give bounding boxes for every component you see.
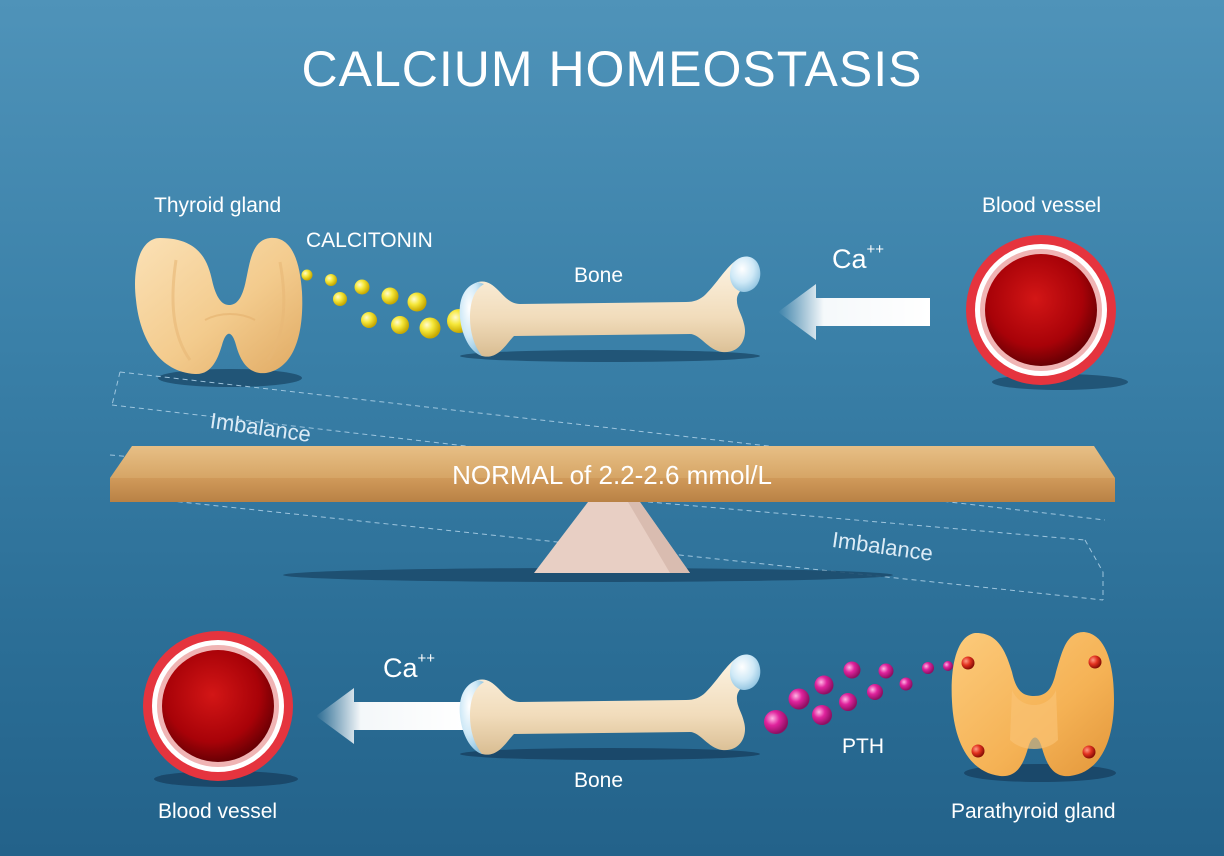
top-blood-vessel-label: Blood vessel	[982, 194, 1102, 217]
thyroid-gland-icon	[135, 237, 303, 387]
top-bone-icon	[459, 256, 761, 362]
calcitonin-particles	[301, 269, 471, 339]
diagram-title: CALCIUM HOMEOSTASIS	[301, 41, 923, 97]
bottom-calcium-ion-label: Ca++	[383, 650, 436, 683]
bottom-calcium-arrow-icon	[316, 688, 465, 744]
top-calcium-arrow-icon	[778, 284, 930, 340]
parathyroid-gland-label: Parathyroid gland	[951, 800, 1116, 823]
bottom-bone-label: Bone	[574, 769, 624, 792]
bottom-blood-vessel-icon	[143, 631, 298, 787]
pth-label: PTH	[842, 735, 884, 758]
top-calcium-ion-label: Ca++	[832, 241, 885, 274]
bottom-bone-icon	[459, 654, 761, 760]
parathyroid-gland-icon	[951, 632, 1116, 782]
balance-plank	[110, 446, 1115, 502]
bottom-blood-vessel-label: Blood vessel	[158, 800, 278, 823]
calcitonin-label: CALCITONIN	[306, 229, 433, 252]
thyroid-gland-label: Thyroid gland	[154, 194, 282, 217]
top-blood-vessel-icon	[966, 235, 1128, 390]
balance-fulcrum	[283, 502, 893, 582]
pth-particles	[764, 661, 953, 734]
normal-range-label: NORMAL of 2.2-2.6 mmol/L	[452, 460, 772, 490]
top-bone-label: Bone	[574, 264, 624, 287]
